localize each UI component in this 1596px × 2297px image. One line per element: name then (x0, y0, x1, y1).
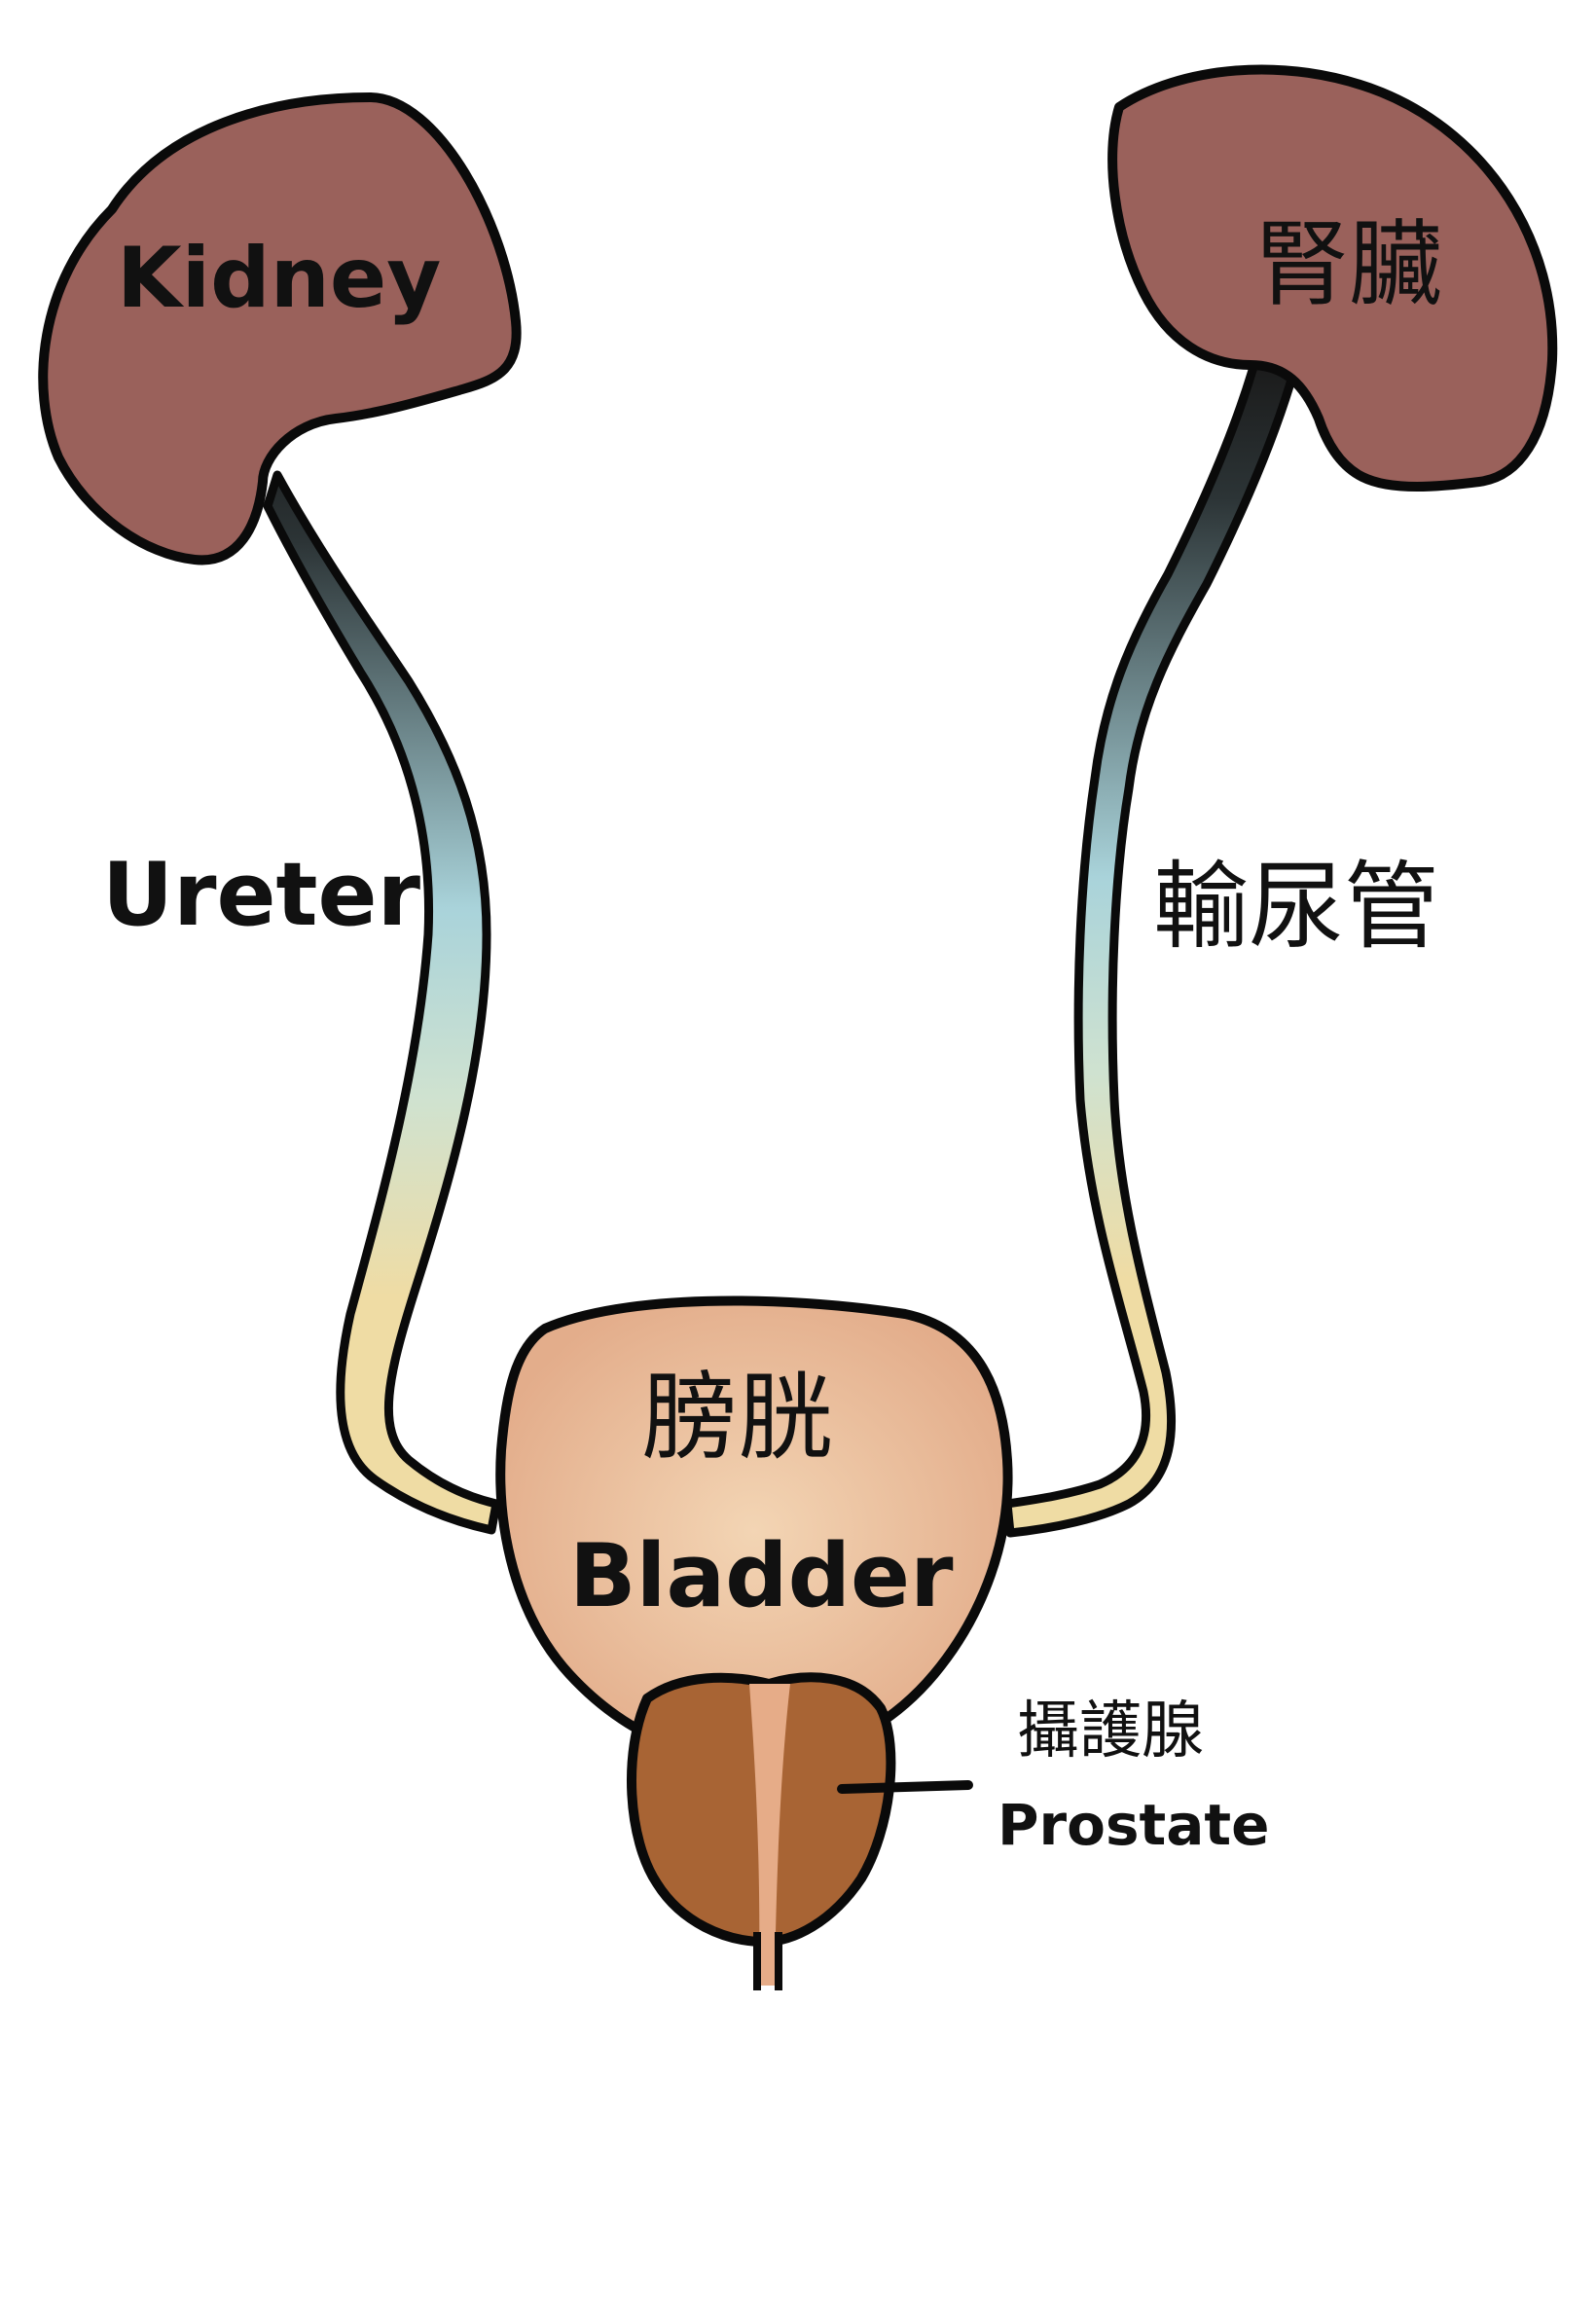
bladder (495, 1295, 1013, 1767)
right-ureter (1002, 355, 1299, 1538)
bladder-label-en: Bladder (569, 1525, 954, 1627)
ureter-label-en: Ureter (102, 844, 421, 946)
left-kidney (38, 92, 522, 565)
left-ureter-tube (263, 470, 501, 1535)
prostate-pointer-line (837, 1780, 973, 1794)
prostate-label-en: Prostate (998, 1792, 1269, 1858)
left-ureter (263, 470, 501, 1535)
bladder-label-zh: 膀胱 (642, 1363, 833, 1474)
prostate (627, 1672, 896, 1990)
kidney-label-zh: 腎臟 (1255, 210, 1442, 319)
urethra (749, 1684, 790, 1986)
prostate-label-zh: 攝護腺 (1017, 1695, 1204, 1768)
right-ureter-tube (1002, 355, 1299, 1538)
kidney-label-en: Kidney (117, 230, 441, 327)
right-kidney (1107, 64, 1558, 492)
ureter-label-zh: 輸尿管 (1153, 852, 1439, 963)
